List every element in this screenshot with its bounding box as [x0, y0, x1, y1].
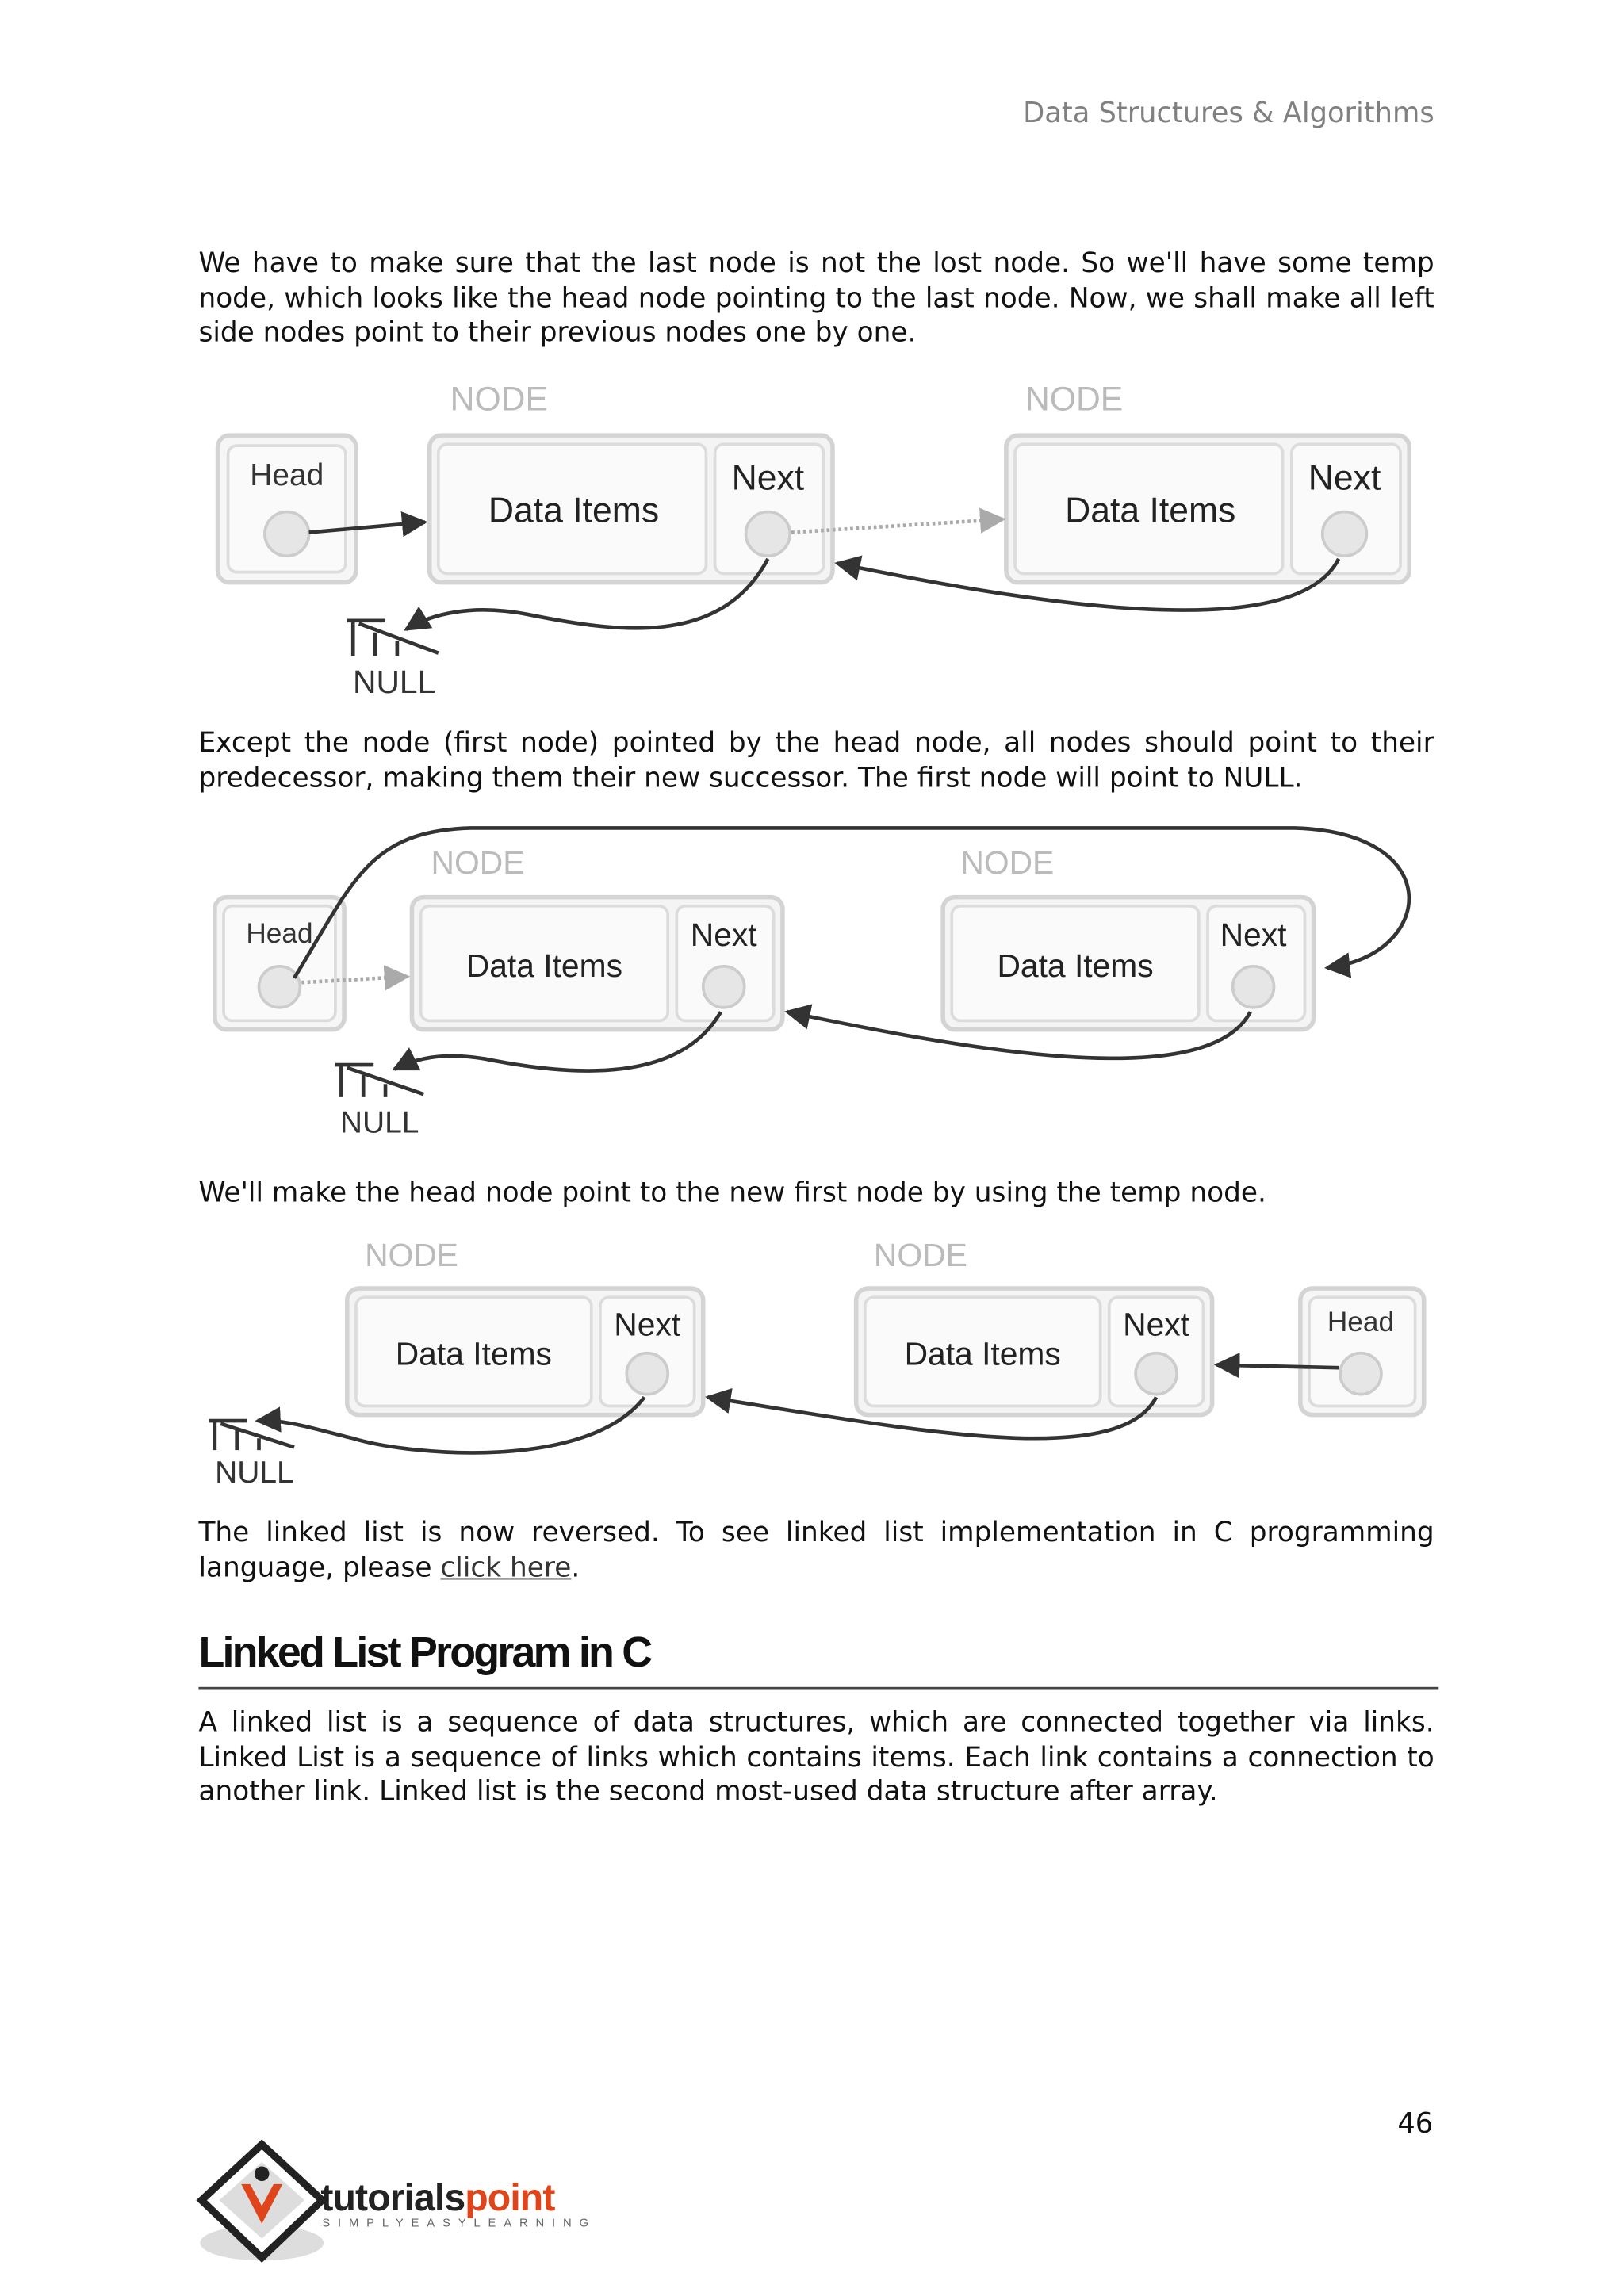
- data-items-label: Data Items: [997, 947, 1153, 984]
- node-label: NODE: [1025, 381, 1123, 419]
- data-items-label: Data Items: [466, 947, 622, 984]
- tutorialspoint-logo: tutorialspoint SIMPLYEASYLEARNING: [196, 2139, 596, 2263]
- node-label: NODE: [365, 1237, 458, 1273]
- head-label: Head: [1327, 1307, 1394, 1337]
- null-symbol: [335, 1062, 425, 1097]
- diagram-1: NODE NODE Head Data Items Next Data Item…: [218, 381, 1411, 700]
- head-label: Head: [246, 918, 312, 949]
- node-label: NODE: [450, 381, 548, 419]
- next-label: Next: [732, 459, 805, 498]
- data-items-label: Data Items: [396, 1336, 552, 1372]
- node-label: NODE: [431, 844, 525, 881]
- next-label: Next: [691, 916, 758, 953]
- text: .: [571, 1552, 580, 1584]
- node-label: NODE: [874, 1237, 967, 1273]
- paragraph: The linked list is now reversed. To see …: [198, 1517, 1434, 1586]
- click-here-link[interactable]: click here: [440, 1552, 572, 1584]
- text: The linked list is now reversed. To see …: [198, 1517, 1434, 1584]
- paragraph: A linked list is a sequence of data stru…: [198, 1707, 1434, 1808]
- data-items-label: Data Items: [905, 1336, 1061, 1372]
- null-label: NULL: [353, 664, 435, 700]
- diagram-3: NODE NODE Data Items Next Data Items Nex…: [209, 1237, 1427, 1490]
- page-number: 46: [1397, 2107, 1434, 2141]
- null-label: NULL: [215, 1456, 294, 1490]
- next-label: Next: [1123, 1306, 1190, 1342]
- data-items-label: Data Items: [488, 492, 659, 530]
- data-items-label: Data Items: [1065, 492, 1235, 530]
- next-label: Next: [1220, 916, 1288, 953]
- paragraph: We'll make the head node point to the ne…: [198, 1177, 1266, 1209]
- running-header: Data Structures & Algorithms: [1023, 97, 1434, 130]
- null-label: NULL: [340, 1105, 419, 1139]
- next-label: Next: [614, 1306, 681, 1342]
- paragraph: Except the node (first node) pointed by …: [198, 728, 1434, 794]
- diagram-2: NODE NODE Head Data Items Next Data Item…: [213, 826, 1411, 1139]
- node-label: NODE: [960, 844, 1054, 881]
- head-box: [218, 435, 356, 583]
- next-label: Next: [1308, 459, 1381, 498]
- paragraph: We have to make sure that the last node …: [198, 248, 1434, 349]
- heading-rule: [198, 1686, 1439, 1689]
- null-symbol: [347, 618, 439, 656]
- null-symbol: [209, 1418, 295, 1451]
- svg-text:SIMPLYEASYLEARNING: SIMPLYEASYLEARNING: [322, 2218, 596, 2230]
- section-heading: Linked List Program in C: [198, 1629, 653, 1677]
- svg-text:tutorialspoint: tutorialspoint: [320, 2176, 555, 2219]
- head-label: Head: [250, 458, 324, 492]
